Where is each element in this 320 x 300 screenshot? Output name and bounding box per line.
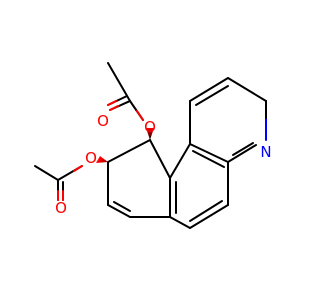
atom-oxygen-carbonyl-left: O	[55, 199, 67, 217]
atom-oxygen-carbonyl-top: O	[97, 112, 109, 130]
wedge-c9-o	[96, 156, 108, 163]
bond-c10-c9	[107, 139, 151, 163]
bond-methyl-carbonyl-top	[107, 62, 131, 102]
bond-c8-c7-double	[113, 201, 131, 212]
bond-c10a-c10b	[169, 143, 191, 179]
bond-ester-left-red	[73, 165, 83, 172]
bond-c8-c7	[107, 204, 131, 218]
molecule-canvas: O O O O N	[34, 62, 272, 229]
bond-c5-c6	[189, 204, 229, 229]
bond-c1-c2-double	[195, 85, 229, 106]
atom-nitrogen-ring: N	[260, 143, 271, 161]
bond-to-ester-oxygen-top-red	[136, 110, 144, 121]
bond-c10b-c4a	[189, 143, 229, 163]
atom-oxygen-ester-left: O	[85, 149, 97, 167]
atom-oxygen-ester-top: O	[144, 118, 156, 136]
bond-c10b-c4a-double	[192, 150, 225, 168]
bond-c4a-n4	[227, 144, 257, 163]
bond-methyl-carbonyl-left	[34, 165, 59, 181]
bond-c6-c6a	[169, 216, 191, 229]
bond-doubleO-top-red-a	[109, 105, 119, 111]
structure-drawing: O O O O N	[34, 62, 272, 229]
ring-bonds	[107, 77, 267, 229]
bond-c5-c6-double	[189, 200, 223, 222]
left-acetate-red-segments	[57, 165, 83, 201]
top-acetate-red-segments	[107, 100, 144, 121]
bond-c1-c2	[189, 77, 229, 102]
bond-c4a-n4-double	[232, 142, 254, 156]
bond-c2-c3	[227, 77, 267, 102]
bond-doubleO-top-red-b	[107, 100, 117, 106]
atom-labels: O O O O N	[55, 112, 272, 217]
bond-c10-c10a	[149, 139, 171, 179]
wedge-c10-o	[146, 128, 154, 140]
